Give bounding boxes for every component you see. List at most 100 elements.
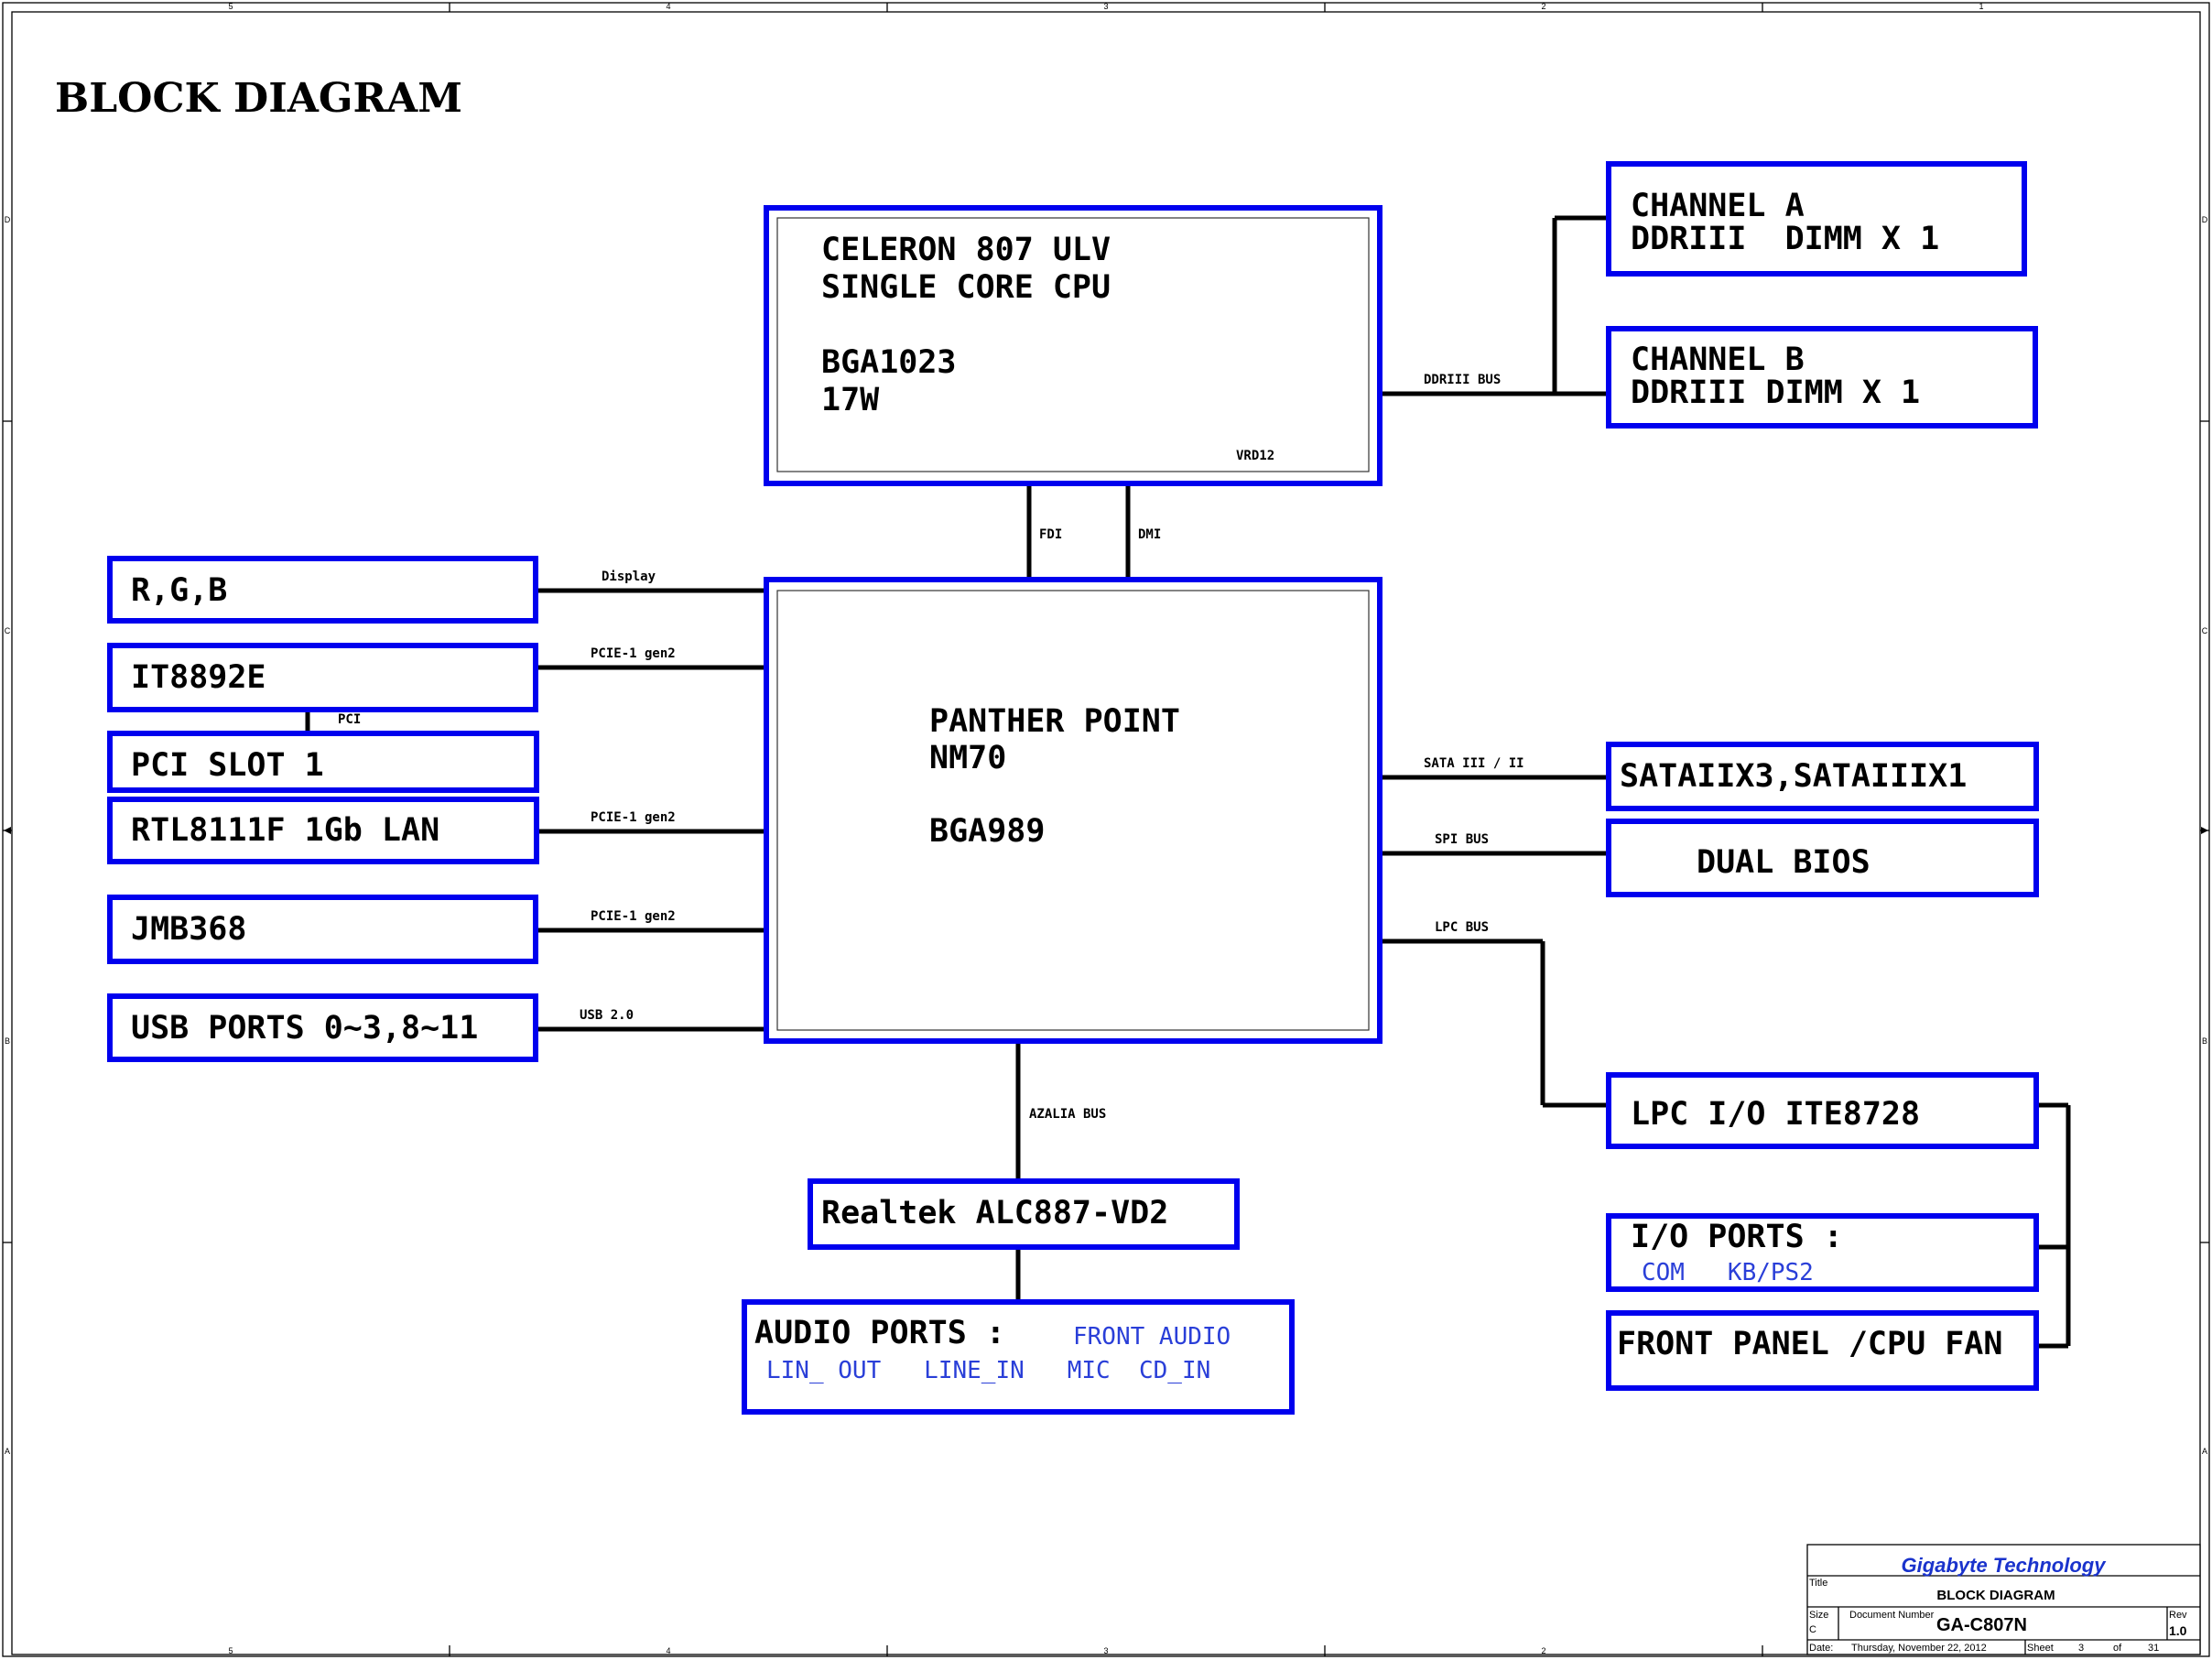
company-name: Gigabyte Technology — [1902, 1554, 2108, 1577]
lpc-bus-label: LPC BUS — [1435, 920, 1489, 935]
pcie-it-bus-label: PCIE-1 gen2 — [591, 646, 676, 661]
zone-col-4-bottom: 4 — [666, 1646, 670, 1655]
page-title: BLOCK DIAGRAM — [55, 75, 462, 122]
sheet-number: 3 — [2078, 1643, 2084, 1654]
zone-col-3-bottom: 3 — [1103, 1646, 1108, 1655]
display-bus-label: Display — [602, 570, 656, 584]
document-number-label: Document Number — [1849, 1610, 1935, 1621]
zone-col-2-bottom: 2 — [1541, 1646, 1545, 1655]
wires — [305, 215, 2071, 1349]
cpu-line-3: BGA1023 — [821, 344, 957, 381]
usb-ports-block: USB PORTS 0~3,8~11 — [107, 993, 538, 1062]
io-ports-block: I/O PORTS : COM KB/PS2 — [1606, 1213, 2039, 1292]
azalia-bus-label: AZALIA BUS — [1029, 1107, 1106, 1122]
pcie-lan-bus-label: PCIE-1 gen2 — [591, 810, 676, 825]
it8892e-label: IT8892E — [131, 659, 266, 696]
document-number: GA-C807N — [1936, 1615, 2027, 1635]
lpc-io-label: LPC I/O ITE8728 — [1631, 1096, 1920, 1133]
sheet-label: Sheet — [2027, 1643, 2054, 1654]
zone-row-b-left: B — [5, 1036, 10, 1046]
pci-slot-block: PCI SLOT 1 — [107, 731, 539, 793]
front-panel-block: FRONT PANEL /CPU FAN — [1606, 1310, 2039, 1391]
channel-b-line-2: DDRIII DIMM X 1 — [1631, 374, 1920, 411]
audio-ports-block: AUDIO PORTS : FRONT AUDIO LIN_ OUT LINE_… — [742, 1299, 1295, 1415]
audio-codec-block: Realtek ALC887-VD2 — [808, 1178, 1240, 1250]
cpu-line-2: SINGLE CORE CPU — [821, 269, 1111, 306]
cpu-block: CELERON 807 ULV SINGLE CORE CPU BGA1023 … — [764, 205, 1382, 486]
zone-row-d-right: D — [2202, 215, 2208, 224]
inner-frame — [11, 11, 2201, 1655]
zone-row-c-right: C — [2202, 626, 2208, 635]
audio-ports-label: AUDIO PORTS : — [754, 1315, 1005, 1351]
zone-row-d-left: D — [5, 215, 11, 224]
fdi-bus-label: FDI — [1039, 527, 1062, 542]
io-ports-label: I/O PORTS : — [1631, 1219, 1843, 1255]
jmb368-block: JMB368 — [107, 895, 538, 964]
zone-col-3-top: 3 — [1103, 2, 1108, 11]
rev-value: 1.0 — [2169, 1623, 2187, 1638]
sata-block: SATAIIX3,SATAIIIX1 — [1606, 742, 2039, 811]
pcie-jmb-bus-label: PCIE-1 gen2 — [591, 909, 676, 924]
size-value: C — [1809, 1624, 1816, 1635]
center-arrow-right-icon — [2201, 827, 2208, 834]
size-label: Size — [1809, 1610, 1828, 1621]
zone-row-a-left: A — [5, 1447, 10, 1456]
rev-label: Rev — [2169, 1610, 2187, 1621]
io-ports-detail: COM KB/PS2 — [1642, 1259, 1814, 1286]
lan-label: RTL8111F 1Gb LAN — [131, 812, 439, 849]
pch-block: PANTHER POINT NM70 BGA989 — [764, 577, 1382, 1044]
front-panel-label: FRONT PANEL /CPU FAN — [1617, 1326, 2002, 1362]
zone-row-a-right: A — [2202, 1447, 2207, 1456]
zone-col-2-top: 2 — [1541, 2, 1545, 11]
date-value: Thursday, November 22, 2012 — [1851, 1643, 1987, 1654]
zone-col-5-bottom: 5 — [228, 1646, 233, 1655]
pci-slot-label: PCI SLOT 1 — [131, 747, 324, 784]
pch-line-3: BGA989 — [929, 813, 1045, 850]
title-field-label: Title — [1809, 1578, 1827, 1589]
pch-line-1: PANTHER POINT — [929, 703, 1180, 740]
sheet-title: BLOCK DIAGRAM — [1936, 1588, 2055, 1603]
cpu-line-4: 17W — [821, 382, 880, 418]
zone-row-b-right: B — [2202, 1036, 2207, 1046]
audio-ports-detail: LIN_ OUT LINE_IN MIC CD_IN — [766, 1357, 1210, 1384]
sheet-total: 31 — [2148, 1643, 2159, 1654]
zone-row-c-left: C — [5, 626, 11, 635]
channel-b-line-1: CHANNEL B — [1631, 342, 1805, 378]
center-arrow-left-icon — [4, 827, 11, 834]
audio-codec-label: Realtek ALC887-VD2 — [821, 1195, 1168, 1231]
date-label: Date: — [1809, 1643, 1833, 1654]
dmi-bus-label: DMI — [1138, 527, 1161, 542]
channel-a-line-2: DDRIII DIMM X 1 — [1631, 221, 1939, 257]
sata-label: SATAIIX3,SATAIIIX1 — [1620, 758, 1967, 795]
lan-block: RTL8111F 1Gb LAN — [107, 797, 539, 864]
zone-col-4-top: 4 — [666, 2, 670, 11]
zone-labels: 5 4 3 2 1 5 4 3 2 1 D C B A D C B A — [5, 2, 2208, 1655]
bus-labels: DDRIII BUS FDI DMI Display PCIE-1 gen2 P… — [338, 373, 1524, 1122]
usb-bus-label: USB 2.0 — [580, 1008, 634, 1023]
pci-bus-label: PCI — [338, 712, 361, 727]
jmb368-label: JMB368 — [131, 911, 246, 948]
zone-col-1-top: 1 — [1979, 2, 1983, 11]
memory-channel-a-block: CHANNEL A DDRIII DIMM X 1 — [1606, 161, 2027, 277]
dual-bios-label: DUAL BIOS — [1697, 844, 1870, 881]
it8892e-block: IT8892E — [107, 643, 538, 712]
cpu-vrd-label: VRD12 — [1236, 449, 1274, 463]
pch-line-2: NM70 — [929, 740, 1006, 776]
title-block: Gigabyte Technology Title BLOCK DIAGRAM … — [1806, 1544, 2201, 1655]
sata-bus-label: SATA III / II — [1424, 756, 1524, 771]
sheet-of-label: of — [2113, 1643, 2122, 1654]
rgb-label: R,G,B — [131, 572, 227, 609]
cpu-line-1: CELERON 807 ULV — [821, 232, 1111, 268]
ddriii-bus-label: DDRIII BUS — [1424, 373, 1501, 387]
usb-ports-label: USB PORTS 0~3,8~11 — [131, 1010, 478, 1047]
lpc-io-block: LPC I/O ITE8728 — [1606, 1072, 2039, 1149]
audio-front-label: FRONT AUDIO — [1073, 1323, 1231, 1351]
channel-a-line-1: CHANNEL A — [1631, 188, 1805, 224]
spi-bus-label: SPI BUS — [1435, 832, 1489, 847]
memory-channel-b-block: CHANNEL B DDRIII DIMM X 1 — [1606, 326, 2038, 429]
rgb-block: R,G,B — [107, 556, 538, 624]
zone-col-5-top: 5 — [228, 2, 233, 11]
dual-bios-block: DUAL BIOS — [1606, 819, 2039, 897]
